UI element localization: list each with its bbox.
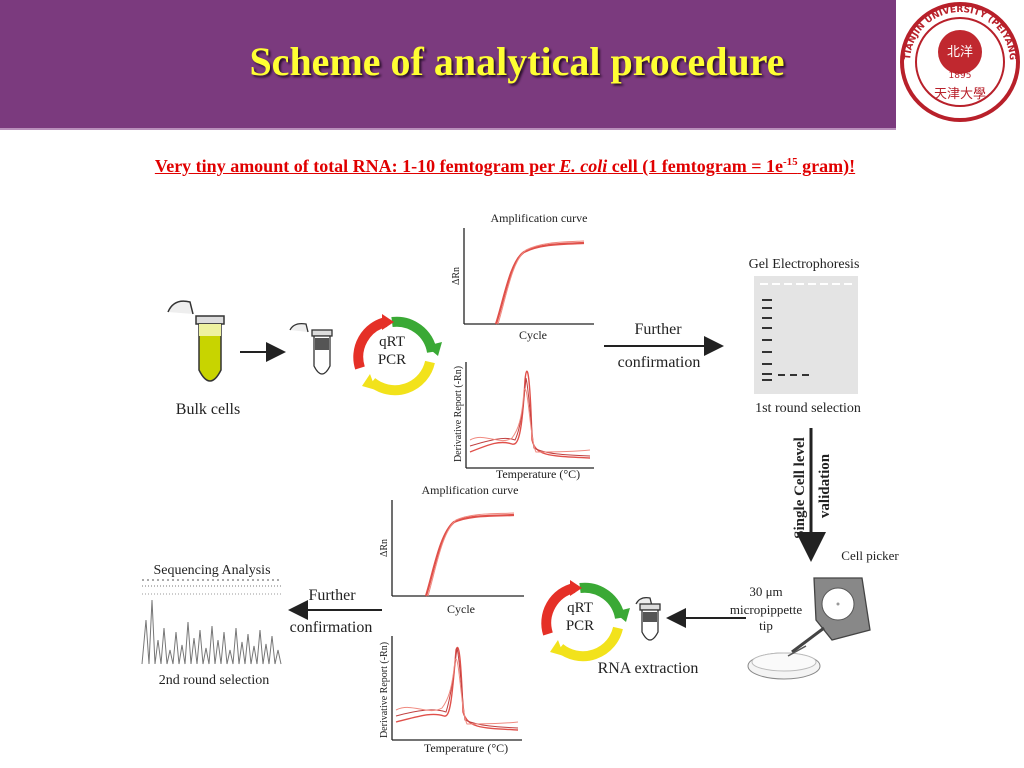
- rna-tube-icon: [635, 596, 661, 641]
- tip-label: tip: [759, 618, 773, 633]
- amp2-xlabel: Cycle: [447, 602, 475, 616]
- amp2-title: Amplification curve: [422, 483, 519, 497]
- university-logo: 北洋 1895 天津大學 TIANJIN UNIVERSITY (PEIYANG…: [892, 0, 1024, 128]
- tip-size-label: 30 μm: [749, 584, 782, 599]
- sequencing-chromatogram: [141, 579, 282, 665]
- tip-type-label: micropippette: [730, 602, 802, 617]
- amp1-xlabel: Cycle: [519, 328, 547, 342]
- qrt-pcr-cycle-icon: [353, 314, 442, 396]
- sequencing-title: Sequencing Analysis: [153, 563, 270, 578]
- small-tube-icon: [289, 322, 333, 375]
- rna-extraction-label: RNA extraction: [598, 660, 699, 677]
- gel-caption: 1st round selection: [755, 401, 861, 416]
- melt2-ylabel: Derivative Report (-Rn): [379, 642, 390, 738]
- melt-curve-chart-1: Derivative Report (-Rn) Temperature (°C): [453, 362, 594, 481]
- gel-image: [754, 276, 858, 394]
- melt1-xlabel: Temperature (°C): [496, 467, 580, 481]
- validation-label: validation: [817, 453, 833, 518]
- bulk-cells-tube-icon: [167, 300, 225, 382]
- amp1-ylabel: ΔRn: [451, 267, 462, 285]
- qrt-label-1: qRT: [379, 334, 405, 350]
- sequencing-caption: 2nd round selection: [159, 673, 269, 688]
- svg-text:1895: 1895: [949, 71, 972, 81]
- amp1-title: Amplification curve: [491, 211, 588, 225]
- melt2-xlabel: Temperature (°C): [424, 741, 508, 755]
- amplification-chart-2: Amplification curve ΔRn Cycle: [379, 483, 524, 616]
- bulk-cells-label: Bulk cells: [176, 401, 240, 418]
- confirmation-label-1: confirmation: [618, 354, 701, 371]
- amp2-ylabel: ΔRn: [379, 539, 390, 557]
- cell-picker-label: Cell picker: [841, 548, 899, 563]
- melt-curve-chart-2: Derivative Report (-Rn) Temperature (°C): [379, 636, 522, 755]
- confirmation-label-2: confirmation: [290, 619, 373, 636]
- page-title: Scheme of analytical procedure: [249, 39, 785, 84]
- title-banner: Scheme of analytical procedure: [0, 0, 896, 130]
- single-cell-label: Single Cell level: [792, 437, 808, 539]
- svg-text:北洋: 北洋: [947, 45, 973, 60]
- petri-dish-icon: [747, 645, 821, 680]
- qrt-label-2: qRT: [567, 600, 593, 616]
- melt1-ylabel: Derivative Report (-Rn): [453, 366, 464, 462]
- gel-title: Gel Electrophoresis: [749, 257, 860, 272]
- further-label-1: Further: [634, 321, 682, 338]
- cell-picker-icon: [791, 577, 871, 654]
- svg-text:天津大學: 天津大學: [934, 87, 986, 102]
- pcr-label-1: PCR: [378, 352, 406, 368]
- qrt-pcr-cycle-icon-2: [541, 580, 630, 662]
- pcr-label-2: PCR: [566, 618, 594, 634]
- rna-amount-note: Very tiny amount of total RNA: 1-10 femt…: [154, 156, 856, 176]
- further-label-2: Further: [308, 587, 356, 604]
- amplification-chart-1: Amplification curve ΔRn Cycle: [451, 211, 594, 342]
